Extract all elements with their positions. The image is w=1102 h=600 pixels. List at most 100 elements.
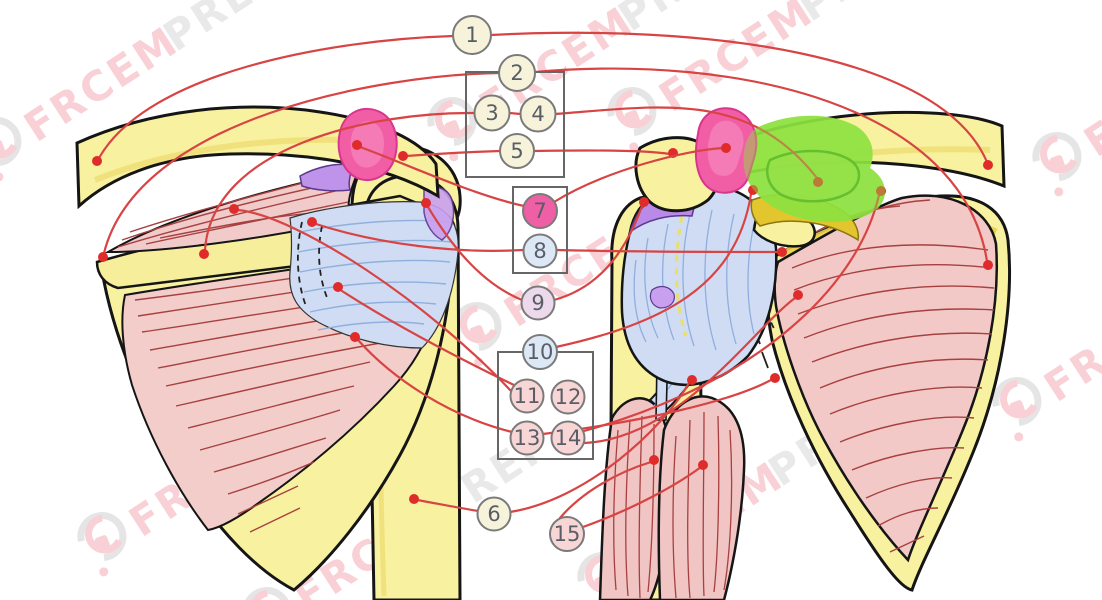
label-number-1: 1 [465,23,478,47]
left-infraspinatus-fibers [134,257,431,533]
label-circle-15: 15 [549,516,585,552]
watermark-logo-icon [0,119,18,159]
right-biceps-short-head-belly [657,395,746,600]
leader-line-9 [426,205,524,302]
label-number-7: 7 [533,199,546,223]
leader-dot-3 [199,249,209,259]
right-biceps-fibers [613,411,733,599]
label-circle-7: 7 [522,193,558,229]
leader-dot-9 [421,198,431,208]
leader-line-2 [102,71,501,255]
label-number-4: 4 [531,102,544,126]
label-number-15: 15 [554,522,581,546]
label-circle-2: 2 [498,54,536,92]
leader-dot-12 [333,282,343,292]
leader-dot-7 [352,140,362,150]
leader-dot-15 [649,455,659,465]
watermark-logo-icon [460,304,498,344]
watermark-logo-icon [624,110,640,126]
leader-dot-13 [770,373,780,383]
right-subscapularis-muscle [773,194,998,563]
label-circle-13: 13 [509,420,545,456]
leader-line-3 [203,111,476,252]
label-number-3: 3 [485,101,498,125]
leader-dot-8 [307,217,317,227]
leader-dot-1 [983,160,993,170]
leader-line-2 [533,67,989,263]
leader-line-14 [583,296,797,445]
label-circle-4: 4 [519,95,557,133]
left-capsule-fibers [297,219,453,331]
right-capsule-dashed-line [763,257,777,333]
label-number-9: 9 [531,291,544,315]
watermark-logo-icon [85,514,123,554]
right-groove-purple-bit [649,285,675,309]
leader-dot-5 [398,151,408,161]
label-circle-14: 14 [550,420,586,456]
label-number-12: 12 [555,385,582,409]
label-group-box-2 [512,186,568,274]
watermark-logo-icon [615,89,653,129]
watermark-logo-icon [435,99,473,139]
watermark-logo-icon [0,172,4,182]
label-number-13: 13 [514,426,541,450]
left-supraspinatus-tendon-purple [299,163,353,192]
watermark-logo-icon [94,535,110,551]
leader-line-5 [532,149,672,156]
leader-line-6 [508,381,691,514]
label-number-6: 6 [487,502,500,526]
watermark-logo-icon [607,87,657,136]
leader-line-15 [581,465,703,529]
watermark-logo-icon [242,587,292,600]
leader-line-7 [552,146,725,204]
label-number-14: 14 [555,426,582,450]
leader-dot-15 [698,460,708,470]
left-supraspinatus-fibers [117,177,351,248]
anatomy-left-shoulder-posterior [75,105,462,600]
right-anatomical-neck-dashed [674,215,688,337]
leader-dot-6 [687,375,697,385]
leader-line-11 [236,208,513,393]
right-head-fibers [633,209,755,351]
watermark-logo-icon [992,377,1042,426]
watermark-logo-icon [1009,400,1025,416]
left-glenoid-purple-sliver [423,186,455,241]
watermark-logo-icon [0,140,5,156]
leader-dot-2 [983,260,993,270]
label-circle-9: 9 [520,285,556,321]
watermark-logo-icon [1014,432,1024,442]
label-number-11: 11 [514,384,541,408]
watermark-word1: FRCEM [651,0,823,121]
watermark-logo-icon [0,117,22,166]
watermark-logo-icon [99,567,109,577]
label-number-8: 8 [533,239,546,263]
watermark-logo-icon [1000,379,1038,419]
leader-dot-9 [639,197,649,207]
left-ac-bursa-inner [350,121,384,168]
watermark-logo-icon [629,142,639,152]
label-circle-1: 1 [452,15,492,55]
left-capsule-dashed-line [297,221,329,307]
watermark-word2: PREP [155,0,292,61]
watermark-logo-icon [1040,134,1078,174]
watermark-logo-icon [1054,187,1064,197]
leader-dot-2 [98,252,108,262]
leader-dot-13 [350,332,360,342]
watermark-logo-icon [449,152,459,162]
left-clavicle-shading [93,136,351,183]
leader-line-5 [404,149,502,158]
leader-line-10 [554,192,753,349]
label-circle-6: 6 [476,496,512,532]
watermark-logo-icon [444,120,460,136]
leader-line-8 [554,248,781,254]
leader-line-8 [314,222,525,252]
leader-line-12 [340,289,518,388]
leader-dot-8 [777,247,787,257]
watermark-logo-icon [1049,155,1065,171]
leader-line-14 [582,193,881,433]
leader-line-1 [489,31,989,164]
